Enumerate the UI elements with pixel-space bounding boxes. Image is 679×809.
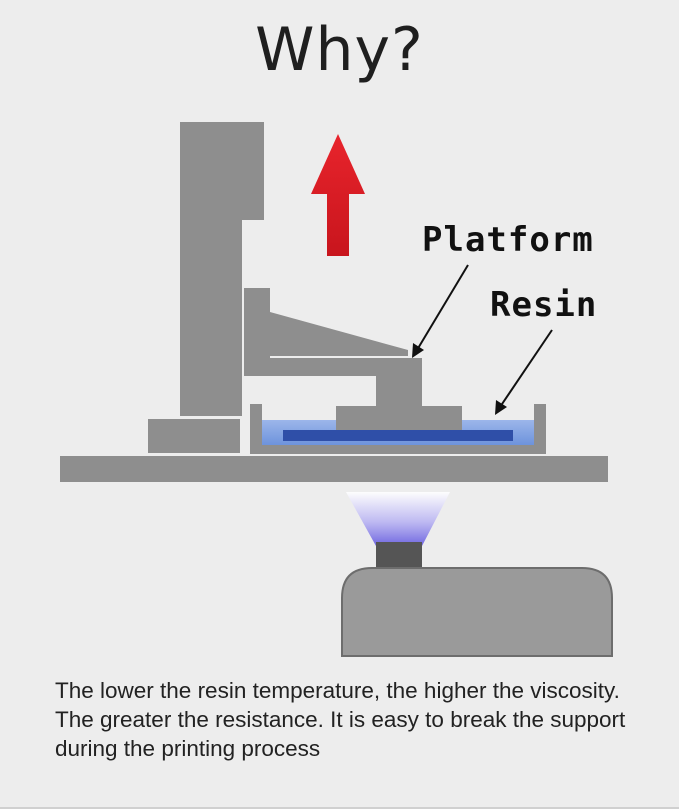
z-axis-column [180,122,264,416]
light-source [341,542,613,657]
carriage-arm [244,288,422,376]
resin-pointer [495,329,553,415]
bottom-divider [0,807,679,809]
uv-light-beam [346,492,450,546]
caption-text: The lower the resin temperature, the hig… [55,678,626,761]
platform-label: Platform [422,220,594,260]
resin-vat [250,404,546,454]
arrow-up-icon [311,134,365,256]
page-title: Why? [255,15,424,85]
platform-pointer [412,264,469,358]
resin-label: Resin [490,285,598,325]
base-foot [148,419,240,453]
base-plate [60,456,608,482]
